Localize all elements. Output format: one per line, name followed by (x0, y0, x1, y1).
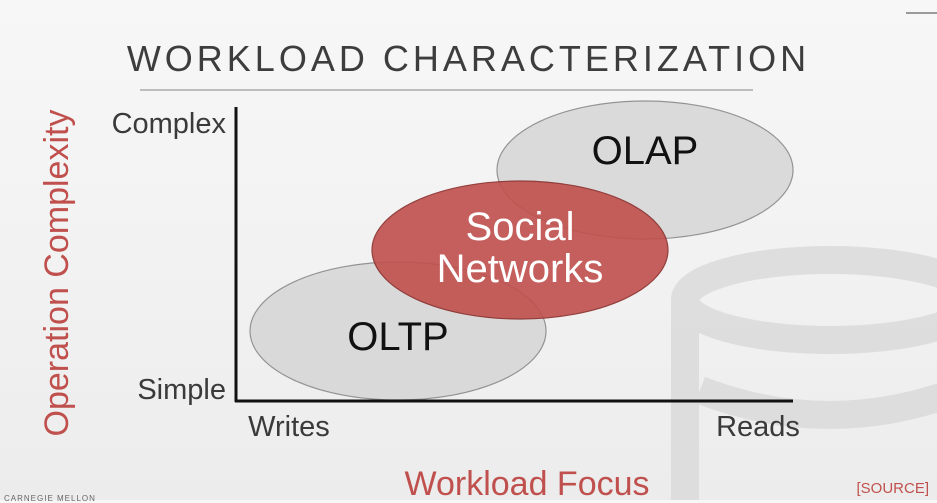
carnegie-mellon-logo: CARNEGIE MELLON (4, 494, 96, 503)
x-axis-title: Workload Focus (404, 465, 649, 500)
region-label-line: Social (466, 205, 575, 249)
olap-label: OLAP (592, 129, 699, 173)
x-tick-writes: Writes (248, 411, 330, 443)
x-tick-reads: Reads (716, 411, 800, 443)
social-networks-region (371, 180, 669, 320)
title-underline (140, 89, 753, 91)
y-tick-complex: Complex (112, 108, 227, 140)
y-axis-title: Operation Complexity (38, 110, 76, 437)
oltp-label: OLTP (347, 315, 449, 359)
source-link[interactable]: [SOURCE] (856, 480, 929, 497)
database-watermark-icon (671, 246, 937, 500)
cmu-logo-text: CARNEGIE MELLON (4, 494, 96, 503)
corner-rule (906, 12, 937, 14)
region-label-line: Networks (437, 247, 604, 291)
region-label-line: OLTP (347, 315, 449, 359)
y-tick-simple: Simple (137, 374, 226, 406)
slide-title: WORKLOAD CHARACTERIZATION (126, 38, 811, 79)
region-label-line: OLAP (592, 129, 699, 173)
